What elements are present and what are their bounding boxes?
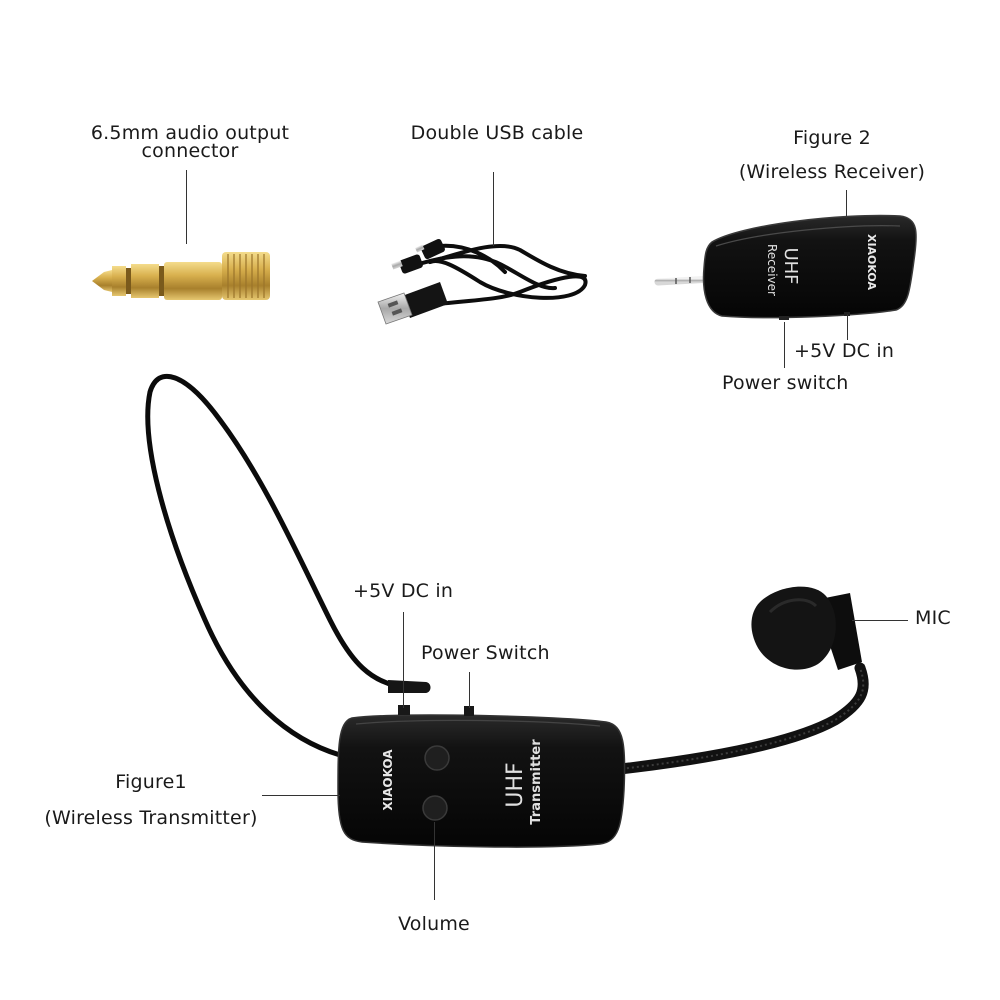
- transmitter-switch-leader-line: [469, 672, 471, 708]
- transmitter-type-mark: Transmitter: [529, 739, 544, 825]
- figure1-label: Figure1: [115, 771, 187, 793]
- receiver-band-mark: UHF: [780, 247, 801, 284]
- mic-label: MIC: [915, 607, 951, 629]
- ear-hook-tip-image: [388, 680, 431, 693]
- mic-foam-image: [751, 586, 862, 670]
- mic-leader-line: [852, 620, 908, 622]
- receiver-image: UHF Receiver XIAOKOA: [654, 214, 917, 320]
- receiver-dc-leader-line: [847, 314, 849, 340]
- receiver-dc-in-label: +5V DC in: [794, 340, 895, 362]
- receiver-power-switch-label: Power switch: [722, 372, 849, 394]
- transmitter-band-mark: UHF: [503, 762, 528, 807]
- connector-leader-line: [186, 170, 188, 244]
- volume-leader-line: [434, 822, 436, 900]
- connector-label-line2: connector: [141, 140, 239, 162]
- usb-cable-image: [413, 243, 588, 307]
- transmitter-leader-line: [262, 795, 340, 797]
- transmitter-dc-in-label: +5V DC in: [353, 580, 454, 602]
- volume-label: Volume: [398, 913, 470, 935]
- connector-label-line1: 6.5mm audio output: [90, 122, 290, 144]
- wireless-receiver-label: (Wireless Receiver): [738, 161, 926, 183]
- transmitter-brand-mark: XIAOKOA: [381, 749, 395, 811]
- usb-plug-image: [377, 238, 448, 325]
- usb-leader-line: [493, 172, 495, 246]
- headset-band-image: [145, 373, 413, 758]
- receiver-type-mark: Receiver: [765, 244, 779, 296]
- receiver-switch-leader-line: [784, 322, 786, 368]
- transmitter-dc-leader-line: [403, 612, 405, 708]
- usb-cable-label: Double USB cable: [410, 122, 584, 144]
- receiver-brand-mark: XIAOKOA: [865, 234, 878, 291]
- receiver-leader-line: [846, 190, 848, 218]
- wireless-transmitter-label: (Wireless Transmitter): [44, 807, 258, 829]
- transmitter-image: XIAOKOA UHF Transmitter: [337, 705, 626, 848]
- audio-adapter-image: [92, 252, 270, 300]
- transmitter-power-switch-label: Power Switch: [421, 642, 550, 664]
- gooseneck-image: [606, 662, 869, 776]
- figure2-label: Figure 2: [793, 127, 871, 149]
